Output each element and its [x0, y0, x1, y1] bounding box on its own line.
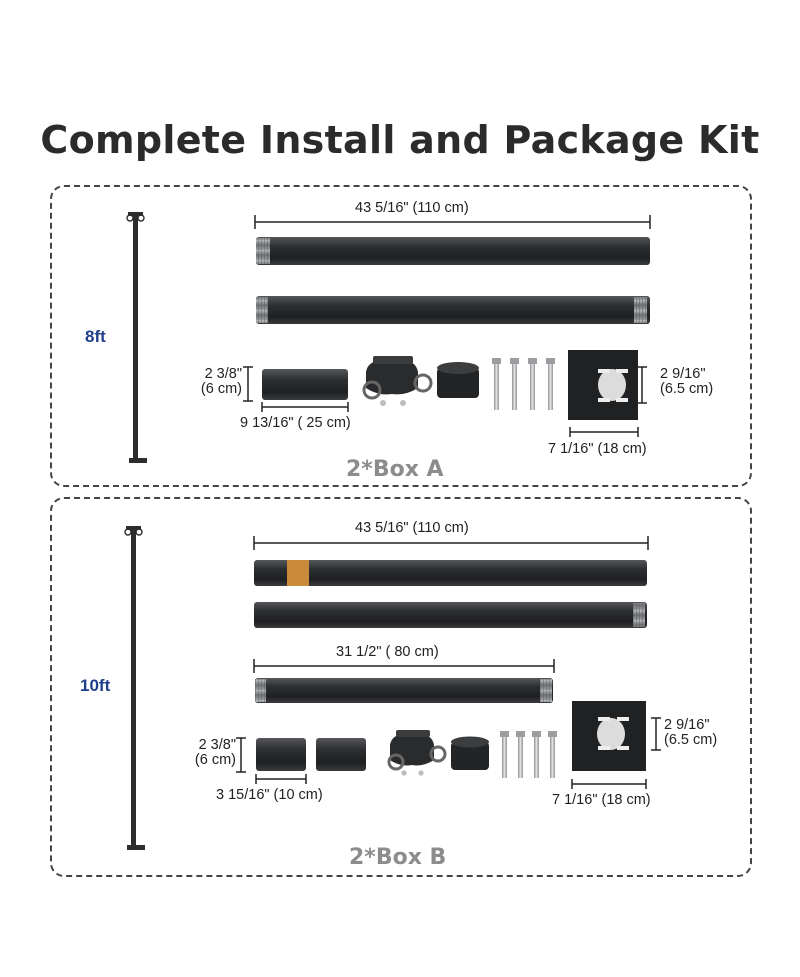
box-a-pole-length-label: 43 5/16" (110 cm) — [355, 200, 469, 216]
box-a-plate-hole-label: 2 9/16" (6.5 cm) — [660, 366, 714, 398]
box-b-short-pole — [255, 678, 553, 703]
box-b-pole-1 — [254, 560, 647, 586]
box-b-label: 2*Box B — [349, 845, 447, 870]
page-title: Complete Install and Package Kit — [40, 118, 760, 162]
box-b-plate-width-label: 7 1/16" (18 cm) — [552, 792, 651, 808]
box-b-height-label: 10ft — [80, 676, 111, 695]
box-b-anchor-bolts — [500, 731, 557, 778]
box-a-sleeve-height-label: 2 3/8" (6 cm) — [190, 366, 242, 398]
box-a-sleeve — [243, 366, 349, 412]
box-b-sleeve-height-in: 2 3/8" — [198, 737, 236, 753]
box-a-sleeve-height-in: 2 3/8" — [204, 366, 242, 382]
box-b-sleeve-height-cm: (6 cm) — [194, 752, 236, 769]
box-a-pole-2 — [256, 296, 650, 324]
box-b-frame — [50, 497, 752, 877]
box-a-height-label: 8ft — [85, 327, 106, 346]
box-a-sleeve-height-cm: (6 cm) — [200, 381, 242, 398]
box-b-pole-2 — [254, 602, 647, 628]
box-a-anchor-bolts — [492, 358, 555, 410]
box-b-pole-length-label: 43 5/16" (110 cm) — [355, 520, 469, 536]
box-b-short-pole-dimension-line — [253, 659, 555, 673]
box-b-sleeve-height-label: 2 3/8" (6 cm) — [182, 737, 236, 769]
box-a-clamp — [362, 356, 433, 406]
box-b-plate-hole-in: 2 9/16" — [664, 717, 710, 733]
box-a-label: 2*Box A — [346, 457, 444, 482]
box-a-plate-hole-cm: (6.5 cm) — [660, 381, 714, 398]
box-a-frame — [50, 185, 752, 487]
box-b-base-plate — [571, 701, 661, 789]
box-b-sleeve-length-label: 3 15/16" (10 cm) — [216, 787, 323, 803]
box-a-end-cap — [437, 362, 479, 398]
box-b-plate-hole-cm: (6.5 cm) — [664, 732, 718, 749]
box-a-plate-hole-in: 2 9/16" — [660, 366, 706, 382]
box-b-sleeves — [236, 737, 366, 784]
box-b-assembled-pole — [124, 526, 145, 850]
box-a-assembled-pole — [126, 212, 147, 463]
box-b-short-pole-length-label: 31 1/2" ( 80 cm) — [336, 644, 439, 660]
box-b-end-cap — [451, 736, 489, 770]
box-a-sleeve-length-label: 9 13/16" ( 25 cm) — [240, 415, 351, 431]
box-a-base-plate — [568, 350, 647, 437]
box-a-plate-width-label: 7 1/16" (18 cm) — [548, 441, 647, 457]
box-b-plate-hole-label: 2 9/16" (6.5 cm) — [664, 717, 718, 749]
box-b-clamp — [387, 730, 447, 776]
box-a-pole-dimension-line — [254, 215, 651, 229]
box-a-pole-1 — [256, 237, 650, 265]
box-b-pole-dimension-line — [253, 536, 649, 550]
